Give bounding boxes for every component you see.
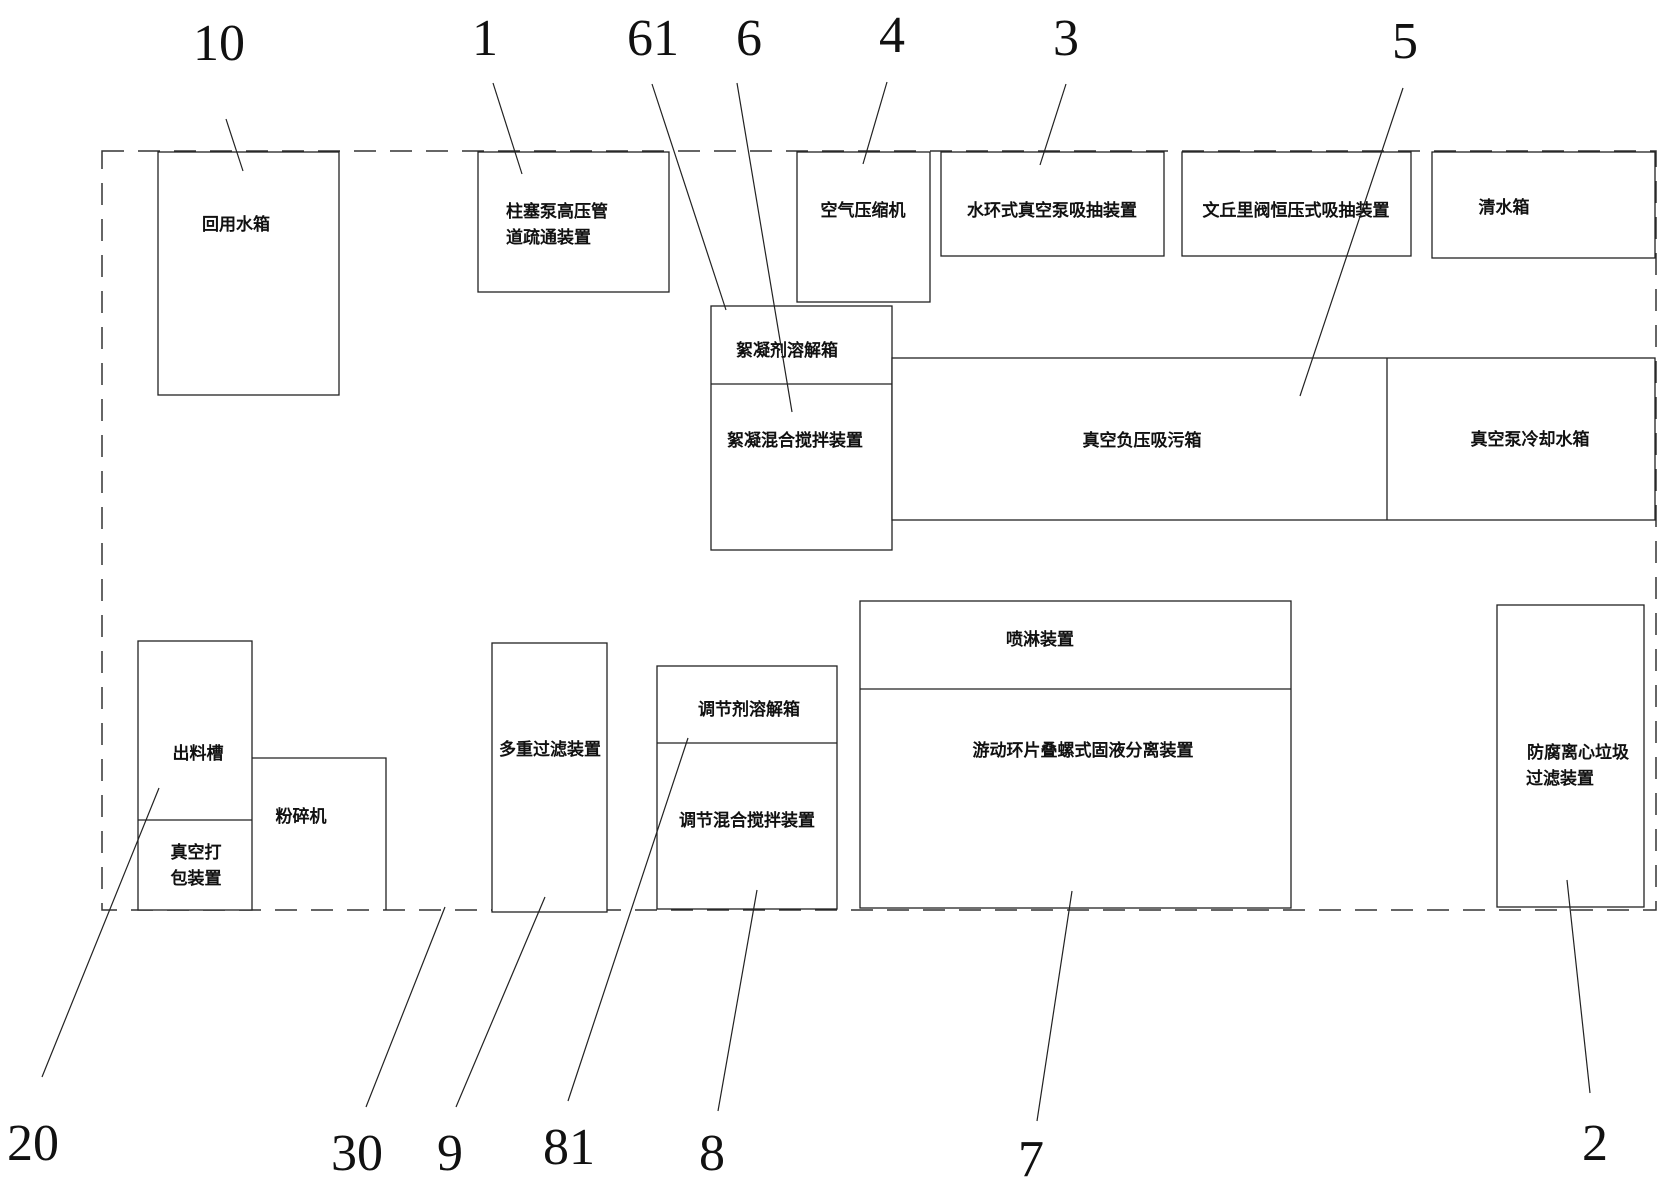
vacuum-cooling-tank-label: 真空泵冷却水箱 xyxy=(1471,429,1590,450)
vacuum-packing-label-line2: 包装置 xyxy=(171,868,222,889)
regulator-mixer-label: 调节混合搅拌装置 xyxy=(679,810,815,831)
leader-20 xyxy=(41,787,160,1078)
leader-3 xyxy=(1039,83,1067,166)
leader-9 xyxy=(455,896,546,1108)
plunger-dredge-label-line1: 柱塞泵高压管 xyxy=(506,201,608,222)
centrifugal-filter-box xyxy=(1496,604,1645,908)
plunger-dredge-label-line2: 道疏通装置 xyxy=(506,227,591,248)
air-compressor-label: 空气压缩机 xyxy=(821,200,906,221)
multi-filter-box xyxy=(491,642,608,913)
vacuum-sewage-tank-label: 真空负压吸污箱 xyxy=(1083,430,1202,451)
vacuum-packing-label-line1: 真空打 xyxy=(171,842,222,863)
discharge-trough-label: 出料槽 xyxy=(173,743,224,764)
water-ring-suction-label: 水环式真空泵吸抽装置 xyxy=(967,200,1137,221)
leader-1 xyxy=(492,82,523,175)
multi-filter-label: 多重过滤装置 xyxy=(499,739,601,760)
crusher-label: 粉碎机 xyxy=(276,806,327,827)
screw-separator-label: 游动环片叠螺式固液分离装置 xyxy=(973,740,1194,761)
ref-number-30: 30 xyxy=(331,1125,383,1182)
regulator-dissolve-label: 调节剂溶解箱 xyxy=(698,699,800,720)
vehicle-outline-frame xyxy=(101,150,1657,911)
leader-61 xyxy=(651,83,727,311)
clean-tank-label: 清水箱 xyxy=(1479,197,1530,218)
ref-number-6: 6 xyxy=(736,10,762,67)
leader-8 xyxy=(717,889,758,1112)
ref-number-4: 4 xyxy=(879,7,905,64)
vacuum-tank-row-box xyxy=(891,357,1656,521)
ref-number-8: 8 xyxy=(699,1125,725,1182)
ref-number-61: 61 xyxy=(627,10,679,67)
ref-number-10: 10 xyxy=(193,15,245,72)
ref-number-1: 1 xyxy=(472,10,498,67)
plunger-dredge-box xyxy=(477,151,670,293)
regulator-stack-box xyxy=(656,665,838,910)
leader-30 xyxy=(365,906,446,1108)
floc-mixer-label: 絮凝混合搅拌装置 xyxy=(727,430,863,451)
clean-tank-box xyxy=(1431,151,1656,259)
ref-number-9: 9 xyxy=(437,1125,463,1182)
ref-number-7: 7 xyxy=(1018,1131,1044,1186)
recycle-tank-box xyxy=(157,151,340,396)
ref-number-5: 5 xyxy=(1392,13,1418,70)
venturi-suction-box xyxy=(1181,151,1412,257)
centrifugal-filter-label-line2: 过滤装置 xyxy=(1526,768,1594,789)
leader-6 xyxy=(736,82,793,413)
air-compressor-box xyxy=(796,151,931,303)
leader-4 xyxy=(862,81,888,165)
discharge-packing-box xyxy=(137,640,253,911)
ref-number-2: 2 xyxy=(1582,1115,1608,1172)
leader-7 xyxy=(1036,890,1073,1122)
recycle-tank-label: 回用水箱 xyxy=(202,214,270,235)
crusher-box xyxy=(252,757,387,910)
leader-5 xyxy=(1299,87,1404,397)
separator-stack-box xyxy=(859,600,1292,909)
venturi-suction-label: 文丘里阀恒压式吸抽装置 xyxy=(1203,200,1390,221)
spray-device-label: 喷淋装置 xyxy=(1006,629,1074,650)
water-ring-suction-box xyxy=(940,151,1165,257)
leader-10 xyxy=(225,118,244,172)
flocculant-stack-box xyxy=(710,305,893,551)
ref-number-81: 81 xyxy=(543,1119,595,1176)
leader-2 xyxy=(1566,879,1591,1094)
ref-number-20: 20 xyxy=(7,1115,59,1172)
leader-81 xyxy=(567,737,689,1102)
centrifugal-filter-label-line1: 防腐离心垃圾 xyxy=(1527,742,1630,763)
ref-number-3: 3 xyxy=(1053,10,1079,67)
flocculant-dissolve-label: 絮凝剂溶解箱 xyxy=(736,340,838,361)
